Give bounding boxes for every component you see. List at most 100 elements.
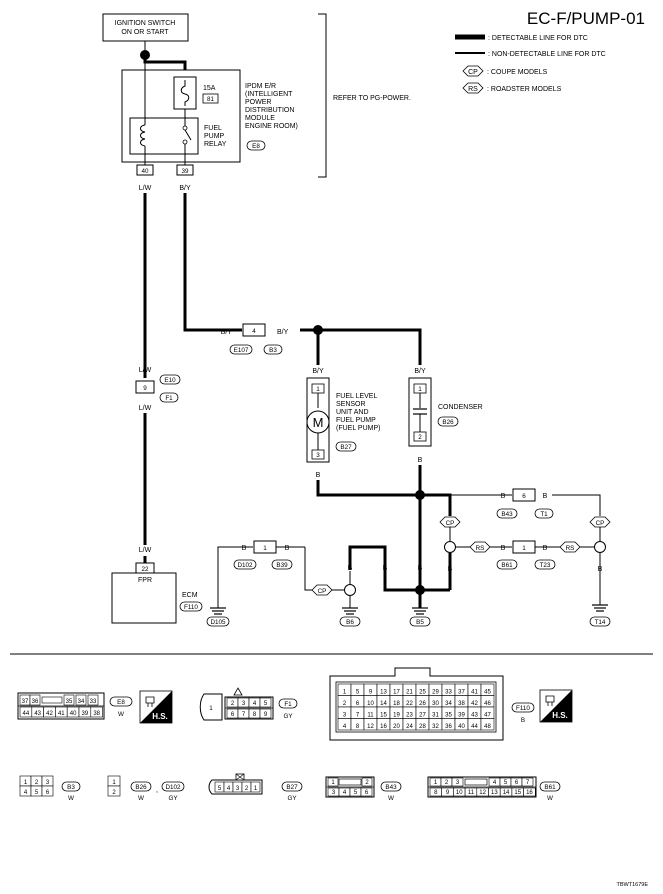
ground-b5-icon [412, 607, 428, 615]
b43-name: B43 [385, 784, 397, 791]
conn-b39-label: B39 [276, 562, 288, 569]
b3-pin: 6 [46, 790, 50, 796]
rs-tag-left: RS [476, 545, 485, 552]
conn-d102-pin1: 1 [263, 545, 267, 552]
cp-tag-left: CP [446, 520, 455, 527]
b61-color: W [547, 795, 553, 802]
b3-pin: 3 [46, 780, 50, 786]
condenser-unit [408, 377, 432, 447]
fuse-rating: 15A [203, 85, 216, 92]
legend-rs-code: RS [468, 86, 478, 93]
e8-pin: 38 [93, 711, 100, 717]
f110-pin: 46 [484, 701, 491, 707]
e8-cell [63, 694, 75, 706]
ipdm-connector: E8 [252, 143, 260, 150]
ground-d105-label: D105 [210, 619, 226, 626]
f110-pin: 48 [484, 724, 491, 730]
f110-pin: 9 [369, 689, 373, 695]
f1-pin: 2 [231, 701, 235, 707]
f1-pin: 9 [264, 712, 268, 718]
ignition-line1: IGNITION SWITCH [115, 20, 176, 27]
f110-pin: 32 [432, 724, 439, 730]
conn-b27-label: B27 [340, 444, 352, 451]
f1-pin: 5 [264, 701, 268, 707]
b61-cell [521, 777, 534, 787]
f110-pin: 17 [393, 689, 400, 695]
b61-pin: 9 [446, 790, 450, 796]
ground-b6-icon [342, 607, 358, 615]
e8-cell [29, 694, 41, 706]
e8-pin: 39 [82, 711, 89, 717]
hs-badge-icon: H.S. [139, 690, 173, 724]
ipdm-line-3: DISTRIBUTION [245, 107, 294, 114]
b27-pin: 3 [236, 786, 240, 792]
f110-pin: 15 [380, 712, 387, 718]
wire-b-8: B [598, 566, 603, 573]
ecm-pin-name: FPR [138, 577, 152, 584]
b61-pin: 11 [468, 790, 475, 796]
f1-pin: 3 [242, 701, 246, 707]
junction-left [444, 541, 456, 553]
fuel-pump-pin3: 3 [316, 452, 320, 459]
hs-text: H.S. [152, 712, 168, 721]
motor-letter: M [313, 415, 324, 430]
conn-t23-label: T23 [540, 562, 551, 569]
condenser-label: CONDENSER [438, 404, 483, 411]
ground-d105-icon [210, 607, 226, 615]
conn-b61-label: B61 [501, 562, 513, 569]
b26-name: B26 [135, 784, 147, 791]
conn-t1-label: T1 [540, 511, 548, 518]
relay-line-0: FUEL [204, 125, 222, 132]
legend-cp-code: CP [468, 69, 478, 76]
b3-pin: 1 [24, 780, 28, 786]
wire-b-2: B [418, 457, 423, 464]
legend-rs-label: : ROADSTER MODELS [487, 86, 562, 93]
diagram-title: EC-F/PUMP-01 [527, 9, 645, 28]
f110-pin: 25 [419, 689, 426, 695]
e8-pin: 33 [90, 699, 97, 705]
f110-pin: 36 [445, 724, 452, 730]
ecm-pin-22: 22 [141, 566, 149, 573]
wire-by-2: B/Y [221, 329, 233, 336]
ipdm-line-0: IPDM E/R [245, 83, 276, 90]
ignition-switch-box [102, 13, 189, 42]
f110-pin: 43 [471, 712, 478, 718]
conn-e10-label: E10 [164, 377, 176, 384]
fuel-pump-relay [129, 117, 199, 155]
e8-key-slot [41, 696, 63, 704]
f110-pin: 44 [471, 724, 478, 730]
relay-coil-icon [140, 124, 146, 147]
fuel-pump-line-2: UNIT AND [336, 409, 369, 416]
f110-name: F110 [516, 705, 530, 712]
relay-line-2: RELAY [204, 141, 227, 148]
b43-cell [327, 777, 339, 787]
f110-cell [480, 718, 495, 731]
b26-pin: 2 [112, 790, 116, 796]
ipdm-pin-39: 39 [181, 168, 189, 175]
e8-pin: 42 [46, 711, 53, 717]
b43-cell [361, 777, 373, 787]
fuse-icon [180, 80, 190, 106]
refer-text: REFER TO PG-POWER. [333, 95, 411, 102]
wire-b-1: B [316, 472, 321, 479]
cp-tag-b6: CP [318, 588, 327, 595]
b43-pin: 4 [343, 790, 347, 796]
wire-b-7: B [448, 566, 453, 573]
conn-b43-pin6: 6 [522, 493, 526, 500]
f1-pin: 4 [253, 701, 257, 707]
f110-pin: 38 [458, 701, 465, 707]
e8-pin: 35 [66, 699, 73, 705]
e8-pin: 37 [22, 699, 29, 705]
f110-pin: 23 [406, 712, 413, 718]
f1-pin: 7 [242, 712, 246, 718]
e8-pin: 36 [32, 699, 39, 705]
b27-cell [250, 781, 261, 793]
ground-b5-label: B5 [416, 619, 424, 626]
relay-switch-icon [184, 129, 192, 141]
ipdm-line-2: POWER [245, 99, 271, 106]
f110-pin: 2 [343, 701, 347, 707]
f110-pin: 30 [432, 701, 439, 707]
conn-b26-label: B26 [442, 419, 454, 426]
f110-pin: 3 [343, 712, 347, 718]
